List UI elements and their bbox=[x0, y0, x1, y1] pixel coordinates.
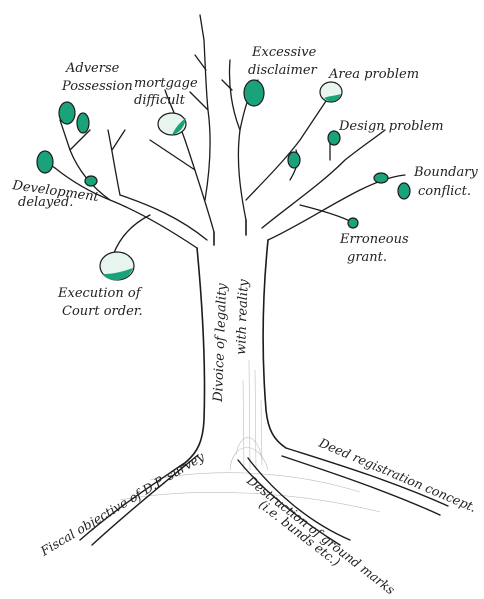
label-erroneous-2: grant. bbox=[347, 250, 387, 265]
leaf-boundary-2 bbox=[397, 182, 411, 200]
root-label-destruction-1: Destruction of ground marks bbox=[243, 472, 398, 597]
leaf-erroneous bbox=[347, 217, 359, 229]
label-excessive-2: disclaimer bbox=[248, 63, 318, 78]
leaf-mid bbox=[287, 151, 301, 169]
label-design: Design problem bbox=[338, 119, 444, 134]
tree-trunk bbox=[185, 219, 287, 463]
label-boundary-2: conflict. bbox=[418, 184, 471, 199]
root-label-fiscal: Fiscal objective of D.P. survey bbox=[37, 448, 208, 559]
label-mortgage-1: mortgage bbox=[134, 76, 198, 91]
label-execution-1: Execution of bbox=[57, 286, 143, 301]
label-erroneous-1: Erroneous bbox=[339, 232, 409, 247]
leaf-adverse-1 bbox=[58, 101, 76, 125]
leaf-design bbox=[327, 130, 341, 146]
label-boundary-1: Boundary bbox=[413, 165, 478, 180]
label-adverse-2: Possession bbox=[61, 79, 133, 94]
leaf-excessive bbox=[243, 79, 265, 107]
label-adverse-1: Adverse bbox=[65, 61, 120, 76]
leaf-dev-2 bbox=[84, 175, 98, 187]
trunk-label-1: Divoice of legality bbox=[211, 282, 230, 403]
leaf-development bbox=[36, 150, 54, 174]
root-labels: Fiscal objective of D.P. survey Deed reg… bbox=[37, 435, 479, 598]
leaf-adverse-2 bbox=[76, 112, 90, 134]
label-development-2: delayed. bbox=[18, 195, 73, 210]
trunk-labels: Divoice of legality with reality bbox=[211, 278, 252, 403]
label-area: Area problem bbox=[328, 67, 419, 82]
label-mortgage-2: difficult bbox=[134, 93, 186, 108]
leaves bbox=[36, 79, 411, 281]
root-label-deed: Deed registration concept. bbox=[316, 435, 479, 515]
tree-roots bbox=[79, 447, 449, 546]
leaf-boundary-1 bbox=[373, 172, 389, 184]
label-execution-2: Court order. bbox=[62, 304, 143, 319]
trunk-label-2: with reality bbox=[234, 278, 252, 355]
branch-labels: Adverse Possession mortgage difficult Ex… bbox=[10, 45, 478, 319]
label-excessive-1: Excessive bbox=[251, 45, 317, 60]
